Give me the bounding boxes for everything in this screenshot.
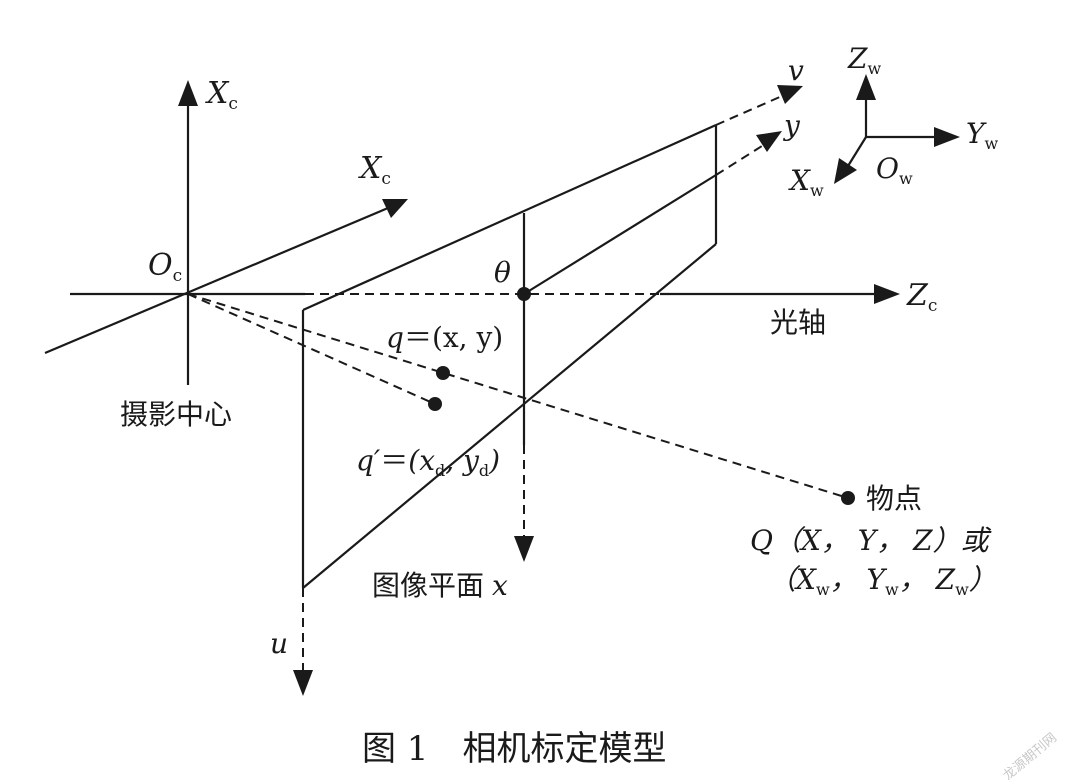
label-optical-axis: 光轴 [770,306,826,339]
label-zw: Zw [847,42,881,78]
label-camera-center: 摄影中心 [120,398,232,431]
label-zc: Zc [906,278,937,316]
v-axis-dashed [715,95,783,126]
label-ow: Ow [876,152,913,188]
principal-diagonal-line [523,174,717,295]
zw-arrowhead [856,74,876,100]
image-point-q [436,366,450,380]
label-q: q＝(x, y) [386,321,503,354]
xc-diagonal-axis [44,206,389,355]
label-object-coords-line2: （Xw， Yw， Zw） [768,563,997,599]
label-theta: θ [494,256,511,289]
xw-axis [847,136,867,167]
y-arrowhead [756,131,782,152]
ray-to-object-point [187,293,849,499]
label-object-coords-line1: Q（X， Y， Z）或 [750,524,992,557]
u-arrowhead [293,670,313,696]
distorted-point-qd [428,397,442,411]
label-xc-vertical: Xc [205,76,238,114]
yw-arrowhead [934,127,960,147]
watermark: 龙源期刊网 [1000,731,1059,780]
principal-point [517,287,531,301]
label-u: u [270,627,288,660]
ray-to-distorted-point [187,293,436,405]
label-v: v [788,54,804,87]
label-q-distorted: q′＝(xd, yd) [356,444,500,480]
zc-arrowhead [874,284,900,304]
x-arrowhead [514,536,534,562]
label-xc-diagonal: Xc [358,151,391,189]
xc-vertical-arrowhead [178,80,198,106]
label-y: y [782,109,801,142]
xw-arrowhead [834,158,857,184]
v-arrowhead [777,85,803,104]
label-object-point: 物点 [866,482,922,515]
label-yw: Yw [966,117,998,153]
y-axis-dashed [715,145,763,176]
xc-diagonal-arrowhead [382,199,408,218]
label-oc: Oc [148,248,182,286]
image-plane-top-edge [302,123,717,312]
image-plane-bottom-edge [302,243,717,589]
object-point-q [841,491,855,505]
label-xw: Xw [788,164,824,200]
